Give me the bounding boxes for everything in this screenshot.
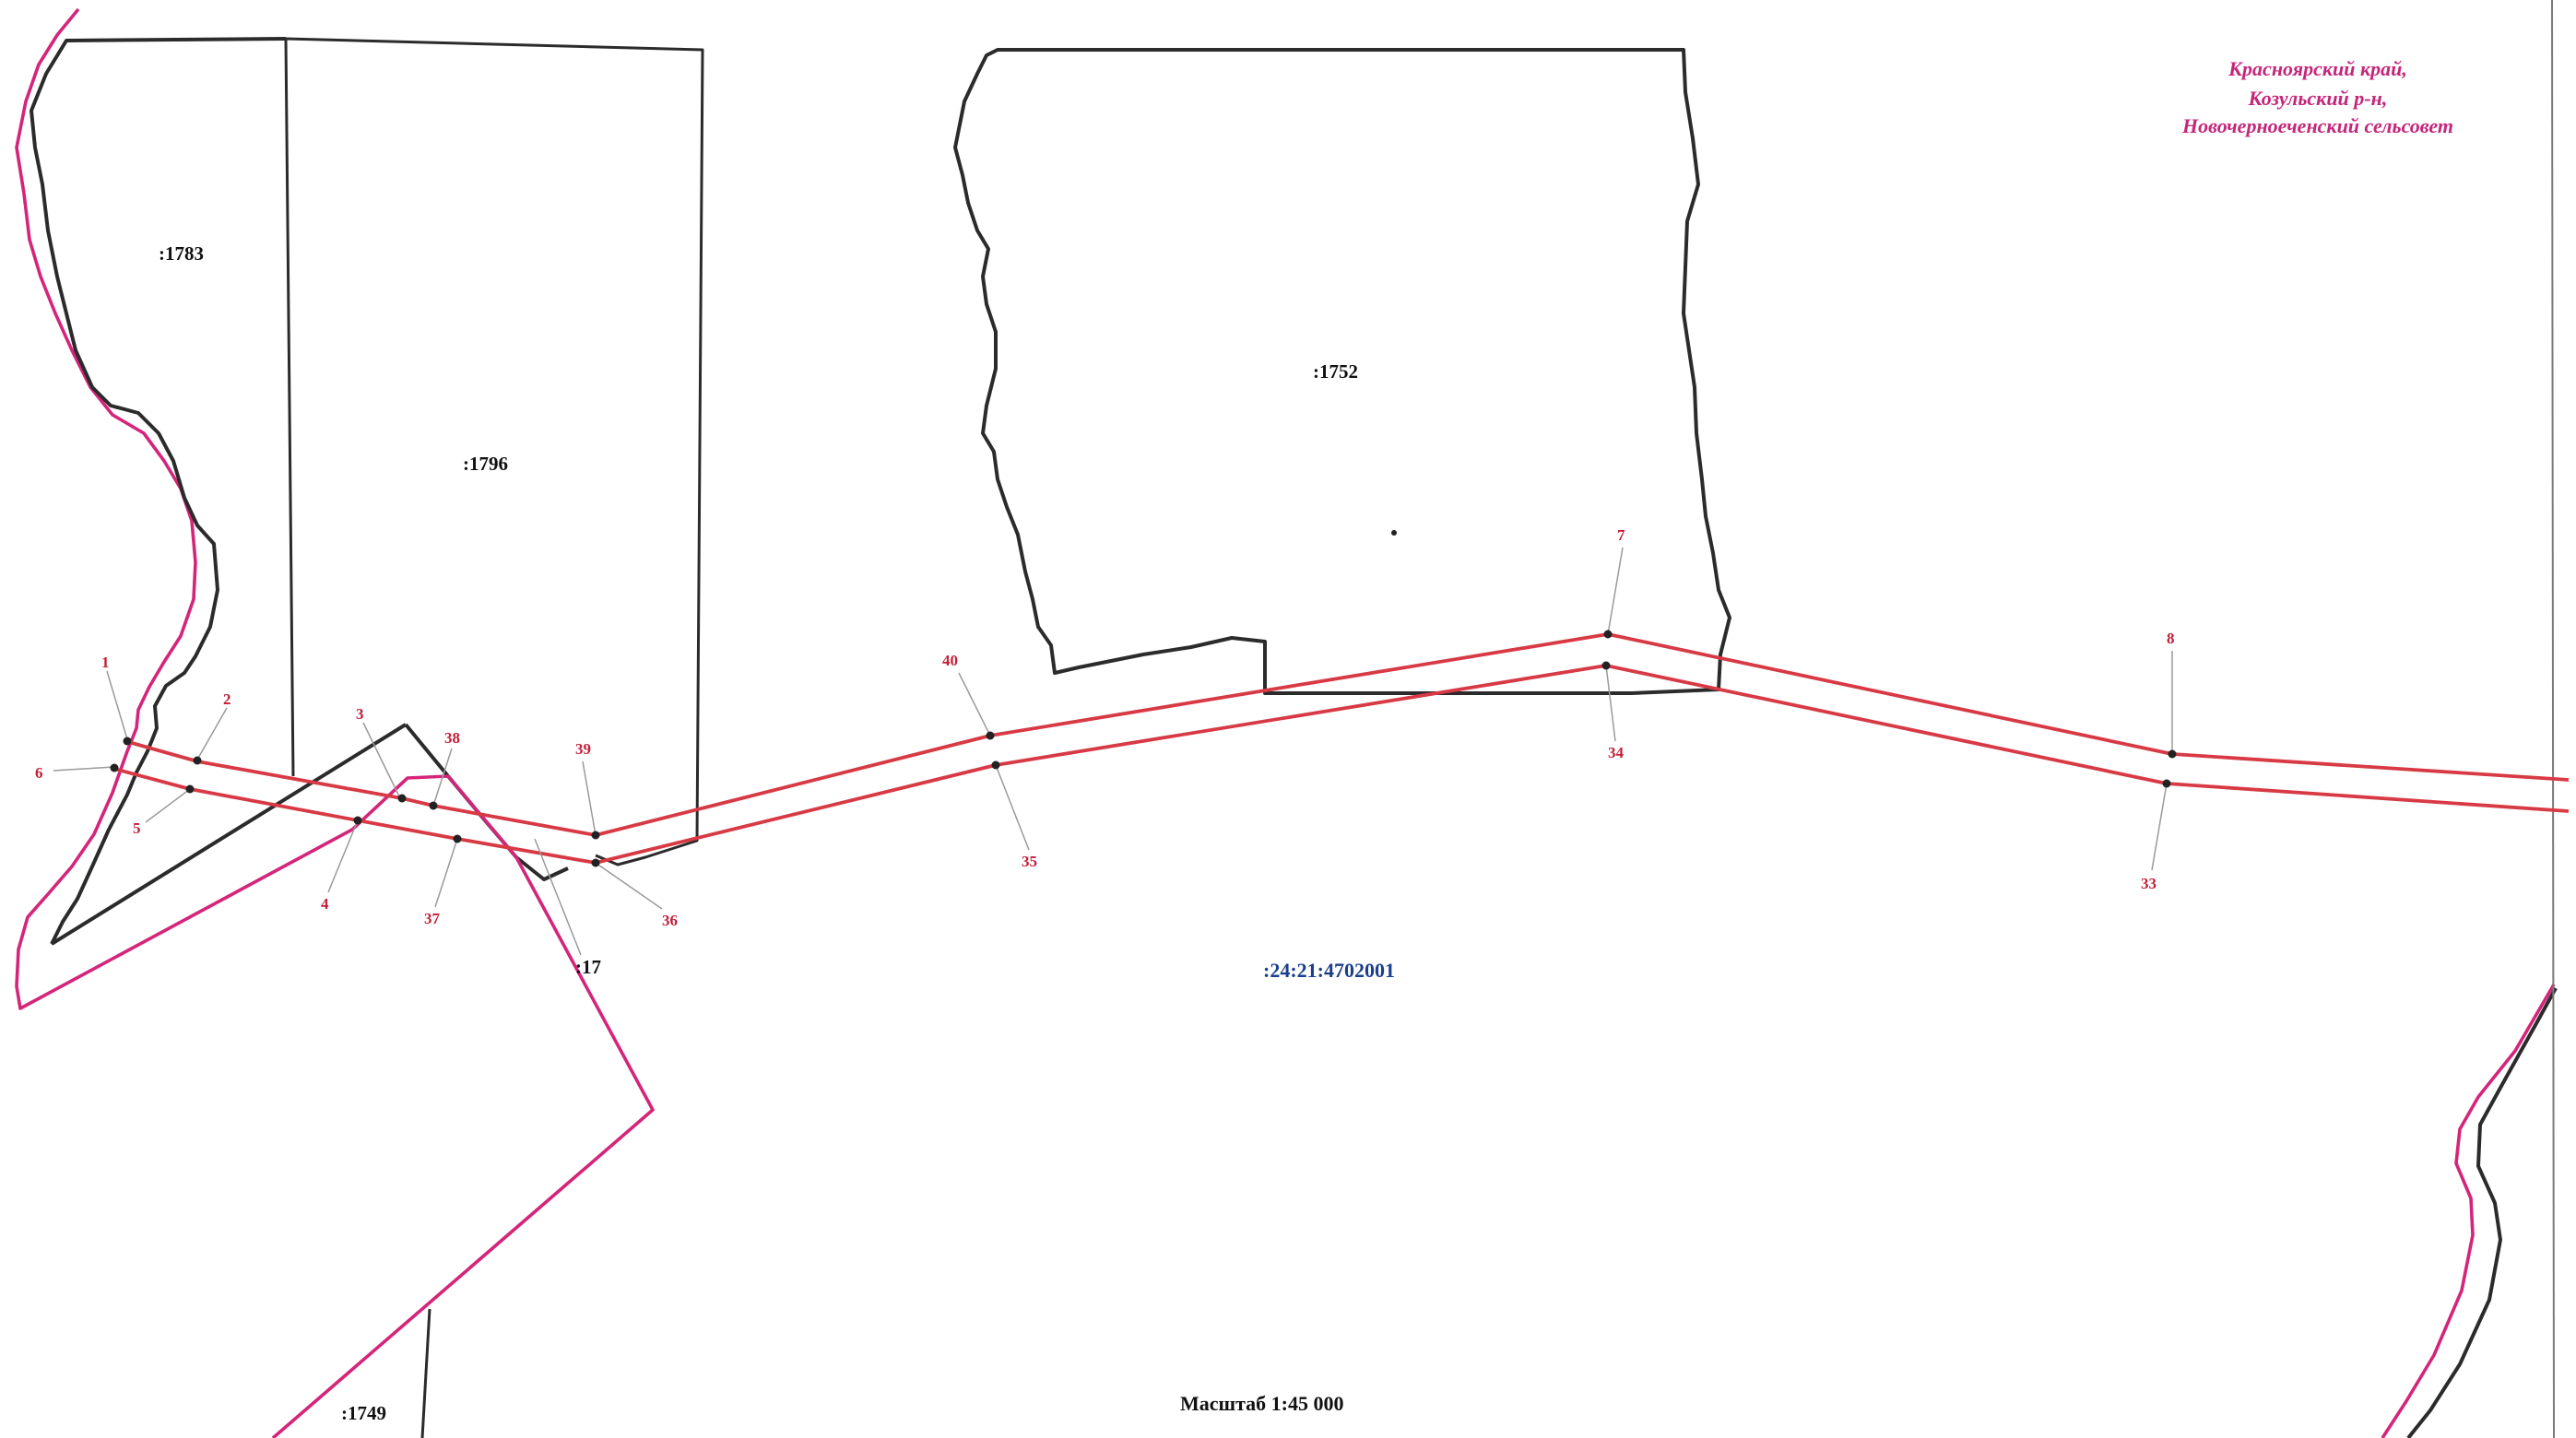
scale-label: Масштаб 1:45 000 [1180,1392,1344,1415]
leader-17 [534,838,582,956]
point-labels: 1 2 3 4 5 6 7 8 33 34 35 36 37 38 39 40 [35,526,2175,929]
point-label-34: 34 [1608,744,1625,761]
point-37-marker [453,834,462,843]
point-33-marker [2162,779,2171,788]
point-7-marker [1603,630,1613,639]
region-line-2: Козульский р-н, [2248,87,2388,110]
parcel-1749-edge [420,1308,431,1438]
point-label-37: 37 [424,910,441,927]
leader-1 [106,670,128,740]
boundary-right-river [2381,984,2556,1438]
point-40-marker [986,731,995,740]
parcel-1796-outline [285,37,704,866]
point-label-40: 40 [942,652,958,669]
boundary-left-river [15,7,353,1010]
point-36-marker [591,858,600,867]
leader-4 [327,819,359,893]
point-label-6: 6 [35,764,43,782]
point-38-marker [429,801,438,810]
leader-38 [432,748,453,807]
point-label-3: 3 [356,705,364,723]
leader-34 [1605,665,1616,742]
parcel-1783-diagonal [50,723,408,946]
point-1-marker [123,737,132,746]
point-8-marker [2168,749,2177,759]
point-3-marker [397,794,407,803]
parcel-label-1749: :1749 [341,1402,386,1424]
leader-39 [582,760,597,836]
point-label-39: 39 [575,740,591,758]
parcel-label-1783: :1783 [159,242,204,265]
point-39-marker [591,831,600,840]
leader-40 [958,672,991,737]
corridor-upper-line [124,632,2570,837]
parcel-1752-outline [953,48,1731,695]
point-35-marker [991,760,1000,770]
leader-35 [995,764,1030,851]
parcel-17-outline [271,774,655,1438]
cadastral-quarter-label: :24:21:4702001 [1263,959,1395,982]
leader-2 [196,707,228,760]
parcel-1752-center-dot [1391,530,1397,536]
point-6-marker [110,763,119,772]
point-label-4: 4 [321,895,329,913]
region-line-1: Красноярский край, [2227,57,2407,80]
point-label-5: 5 [133,819,141,837]
parcel-1783-east-edge [284,38,295,777]
parcel-label-1796: :1796 [463,453,508,475]
map-frame-right [2551,0,2555,1438]
point-34-marker [1601,661,1611,670]
point-label-1: 1 [101,654,110,671]
survey-points [110,530,2177,867]
leader-7 [1607,547,1624,635]
point-4-marker [353,816,362,825]
point-label-38: 38 [444,729,460,747]
leader-33 [2151,783,2168,871]
point-label-2: 2 [223,690,231,708]
leader-3 [362,722,401,799]
parcel-label-1752: :1752 [1313,360,1358,383]
parcel-17-upper [404,723,569,881]
leader-36 [595,862,663,910]
leader-lines [53,547,2173,956]
region-line-3: Новочерноеченский сельсовет [2181,114,2453,137]
leader-5 [145,788,191,823]
point-label-7: 7 [1617,526,1625,544]
point-2-marker [193,756,202,765]
point-label-33: 33 [2141,875,2157,892]
parcel-label-17: :17 [575,956,601,978]
parcel-1783-outline [30,37,287,945]
leader-6 [53,766,115,772]
point-label-36: 36 [662,912,678,929]
corridor-lower-line [113,664,2570,865]
point-label-8: 8 [2167,630,2175,647]
point-5-marker [185,784,195,794]
point-label-35: 35 [1022,853,1037,870]
parcel-right-edge [2406,987,2558,1438]
leader-37 [434,838,458,908]
